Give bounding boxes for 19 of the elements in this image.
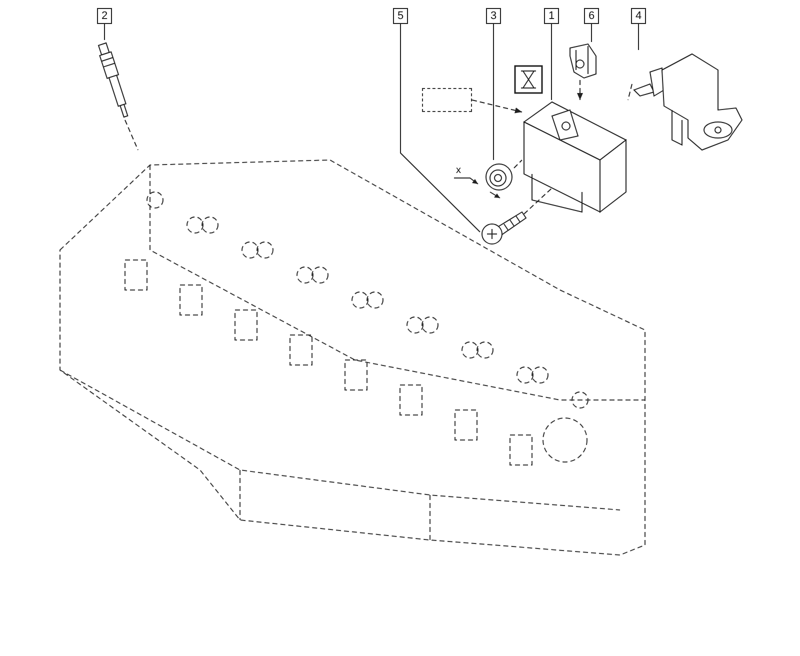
dashed-line [524,188,552,214]
dashed-line [472,100,522,114]
dimension-label: x [456,166,461,176]
callout-number: 2 [97,8,112,24]
leader-line [104,24,105,40]
dashed-line [124,120,138,150]
callout-number: 3 [486,8,501,24]
callout-number: 1 [544,8,559,24]
leader-line [400,24,480,232]
leader-line [638,24,639,50]
leader-line [591,24,592,42]
dashed-line [514,160,522,168]
dashed-line [577,80,583,100]
callout-number: 6 [584,8,599,24]
leader-line [493,24,494,160]
callout-number: 5 [393,8,408,24]
leader-line [551,24,552,100]
callout-number: 4 [631,8,646,24]
dashed-line [628,84,632,100]
